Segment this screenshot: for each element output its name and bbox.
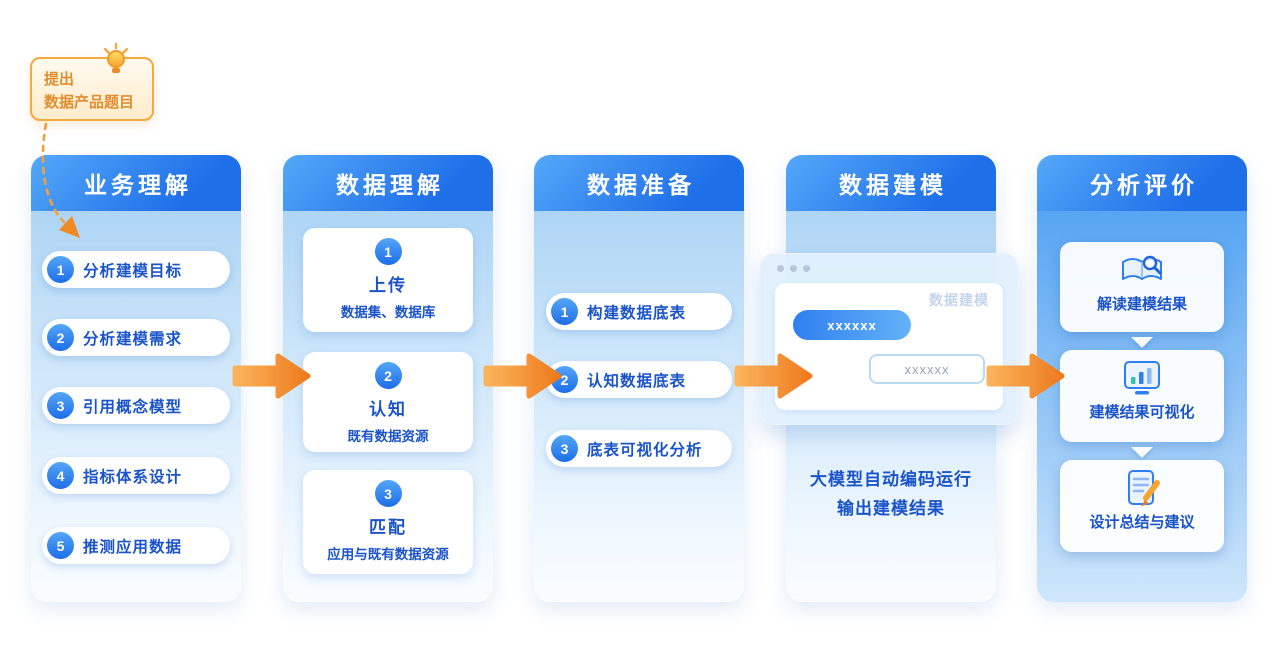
flow-arrow-right-icon	[986, 353, 1065, 399]
step-item: 1 构建数据底表	[546, 293, 732, 330]
column-body: 1 上传 数据集、数据库 2 认知 既有数据资源 3 匹配 应用与既有数据资源	[283, 211, 493, 602]
panel-label: 数据建模	[929, 292, 989, 308]
caption-line1: 大模型自动编码运行	[810, 470, 972, 489]
flow-arrow-right-icon	[734, 353, 813, 399]
step-number-badge: 1	[47, 256, 74, 283]
step-item: 2 认知数据底表	[546, 361, 732, 398]
result-card-label: 解读建模结果	[1096, 296, 1187, 313]
column-title: 分析评价	[1037, 155, 1247, 211]
column-title: 数据建模	[786, 155, 996, 211]
book-magnifier-icon	[1122, 255, 1162, 280]
step-item: 4 指标体系设计	[42, 457, 230, 494]
step-label: 推测应用数据	[83, 538, 183, 556]
topic-callout: 提出 数据产品题目	[30, 57, 154, 121]
callout-line2: 数据产品题目	[44, 94, 135, 112]
step-label: 底表可视化分析	[587, 441, 703, 459]
document-pen-icon	[1128, 470, 1160, 507]
step-number-badge: 1	[551, 298, 578, 325]
step-item: 2 分析建模需求	[42, 319, 230, 356]
mock-result-field: xxxxxx	[869, 354, 985, 384]
step-card-title: 上传	[369, 276, 407, 295]
step-card-subtitle: 既有数据资源	[347, 429, 429, 444]
column-body: 1 分析建模目标 2 分析建模需求 3 引用概念模型 4 指标体系设计 5 推测…	[31, 211, 241, 602]
flow-arrow-right-icon	[483, 353, 562, 399]
window-dots-icon	[777, 265, 810, 272]
step-card-subtitle: 应用与既有数据资源	[327, 547, 449, 562]
step-card-title: 匹配	[369, 518, 407, 537]
column-body: 1 构建数据底表 2 认知数据底表 3 底表可视化分析	[534, 211, 744, 602]
column-title: 数据准备	[534, 155, 744, 211]
column-data-understanding: 数据理解 1 上传 数据集、数据库 2 认知 既有数据资源 3 匹配 应用与既有…	[283, 155, 493, 602]
step-number-badge: 3	[374, 480, 402, 507]
step-label: 构建数据底表	[587, 304, 687, 322]
lightbulb-icon	[103, 42, 129, 73]
step-number-badge: 5	[47, 532, 74, 559]
step-number-badge: 2	[47, 324, 74, 351]
result-card-label: 建模结果可视化	[1089, 404, 1195, 421]
browser-panel: 数据建模 xxxxxx xxxxxx	[775, 283, 1003, 410]
step-card: 2 认知 既有数据资源	[303, 352, 473, 452]
result-card: 建模结果可视化	[1060, 350, 1224, 442]
step-label: 引用概念模型	[83, 398, 183, 416]
browser-window-mock: 数据建模 xxxxxx xxxxxx	[760, 253, 1018, 425]
column-data-preparation: 数据准备 1 构建数据底表 2 认知数据底表 3 底表可视化分析	[534, 155, 744, 602]
step-item: 3 底表可视化分析	[546, 430, 732, 467]
step-number-badge: 2	[374, 362, 402, 389]
column-business-understanding: 业务理解 1 分析建模目标 2 分析建模需求 3 引用概念模型 4 指标体系设计…	[31, 155, 241, 602]
column-title: 数据理解	[283, 155, 493, 211]
mock-run-button: xxxxxx	[793, 310, 911, 340]
down-arrow-icon	[1131, 337, 1153, 348]
step-card: 1 上传 数据集、数据库	[303, 228, 473, 332]
column-body: 解读建模结果 建模结果可视化	[1037, 211, 1247, 602]
step-card-subtitle: 数据集、数据库	[340, 305, 436, 320]
flow-arrow-right-icon	[232, 353, 311, 399]
callout-line1: 提出	[44, 71, 75, 88]
caption-line2: 输出建模结果	[837, 498, 945, 518]
down-arrow-icon	[1131, 447, 1153, 458]
step-card-title: 认知	[369, 400, 407, 419]
step-number-badge: 1	[374, 238, 402, 265]
result-card-label: 设计总结与建议	[1089, 514, 1195, 531]
result-card: 设计总结与建议	[1060, 460, 1224, 552]
step-item: 5 推测应用数据	[42, 527, 230, 564]
step-item: 3 引用概念模型	[42, 387, 230, 424]
step-number-badge: 3	[551, 435, 578, 462]
step-label: 认知数据底表	[587, 372, 687, 390]
chart-screen-icon	[1124, 361, 1160, 395]
result-card: 解读建模结果	[1060, 242, 1224, 332]
step-label: 指标体系设计	[83, 468, 183, 486]
column-title: 业务理解	[31, 155, 241, 211]
step-label: 分析建模目标	[83, 262, 183, 280]
modeling-caption: 大模型自动编码运行 输出建模结果	[786, 466, 996, 524]
step-card: 3 匹配 应用与既有数据资源	[303, 470, 473, 574]
step-number-badge: 4	[47, 462, 74, 489]
column-analysis-evaluation: 分析评价 解读建模结果 建模结果	[1037, 155, 1247, 602]
step-number-badge: 3	[47, 392, 74, 419]
step-label: 分析建模需求	[83, 330, 183, 348]
step-item: 1 分析建模目标	[42, 251, 230, 288]
